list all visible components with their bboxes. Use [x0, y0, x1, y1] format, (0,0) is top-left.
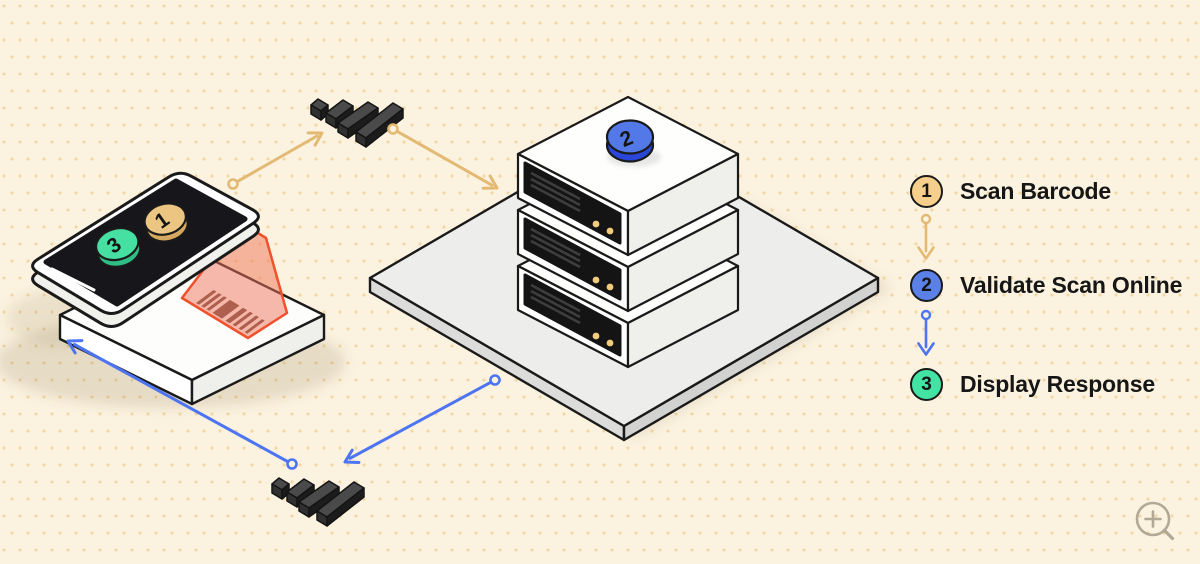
- server-stack: 2: [516, 95, 740, 369]
- arrow-network-to-server: [387, 123, 499, 190]
- arrow-network-to-phone: [66, 339, 298, 470]
- led-light: [606, 283, 614, 291]
- legend-step-3: 3 Display Response: [910, 368, 1155, 401]
- badge-coin-3: 3: [94, 227, 142, 268]
- step-3-badge: 3: [910, 368, 943, 401]
- step-2-label: Validate Scan Online: [960, 272, 1183, 298]
- magnifier-handle: [1162, 528, 1175, 541]
- badge-coin-2: 2: [605, 119, 661, 167]
- legend: 1 Scan Barcode 2 Validate Scan Online 3 …: [910, 0, 1200, 564]
- scan-beam: [180, 220, 289, 340]
- legend-step-1: 1 Scan Barcode: [910, 175, 1111, 208]
- led-light: [592, 276, 600, 284]
- step-3-label: Display Response: [960, 371, 1155, 397]
- signal-bars-icon-top: [310, 98, 404, 148]
- step-1-label: Scan Barcode: [960, 178, 1111, 204]
- phone-scanner-illustration: 1 3: [31, 171, 326, 406]
- legend-step-2: 2 Validate Scan Online: [910, 269, 1182, 302]
- phone-home-indicator: [50, 267, 96, 292]
- signal-bars-icon-bottom: [271, 477, 365, 527]
- led-light: [606, 339, 614, 347]
- led-light: [592, 332, 600, 340]
- badge-coin-1: 1: [143, 202, 189, 243]
- legend-arrow-1-2: [917, 213, 935, 260]
- legend-arrow-2-3: [917, 309, 935, 356]
- led-light: [606, 227, 614, 235]
- step-1-badge: 1: [910, 175, 943, 208]
- step-2-badge: 2: [910, 269, 943, 302]
- led-light: [592, 220, 600, 228]
- phone-screen: [43, 178, 248, 307]
- zoom-in-button[interactable]: [1135, 501, 1175, 541]
- arrow-scan-to-network: [227, 131, 324, 190]
- arrow-server-to-network: [343, 374, 501, 464]
- plus-icon: [1144, 510, 1162, 528]
- magnifier-icon: [1135, 501, 1171, 537]
